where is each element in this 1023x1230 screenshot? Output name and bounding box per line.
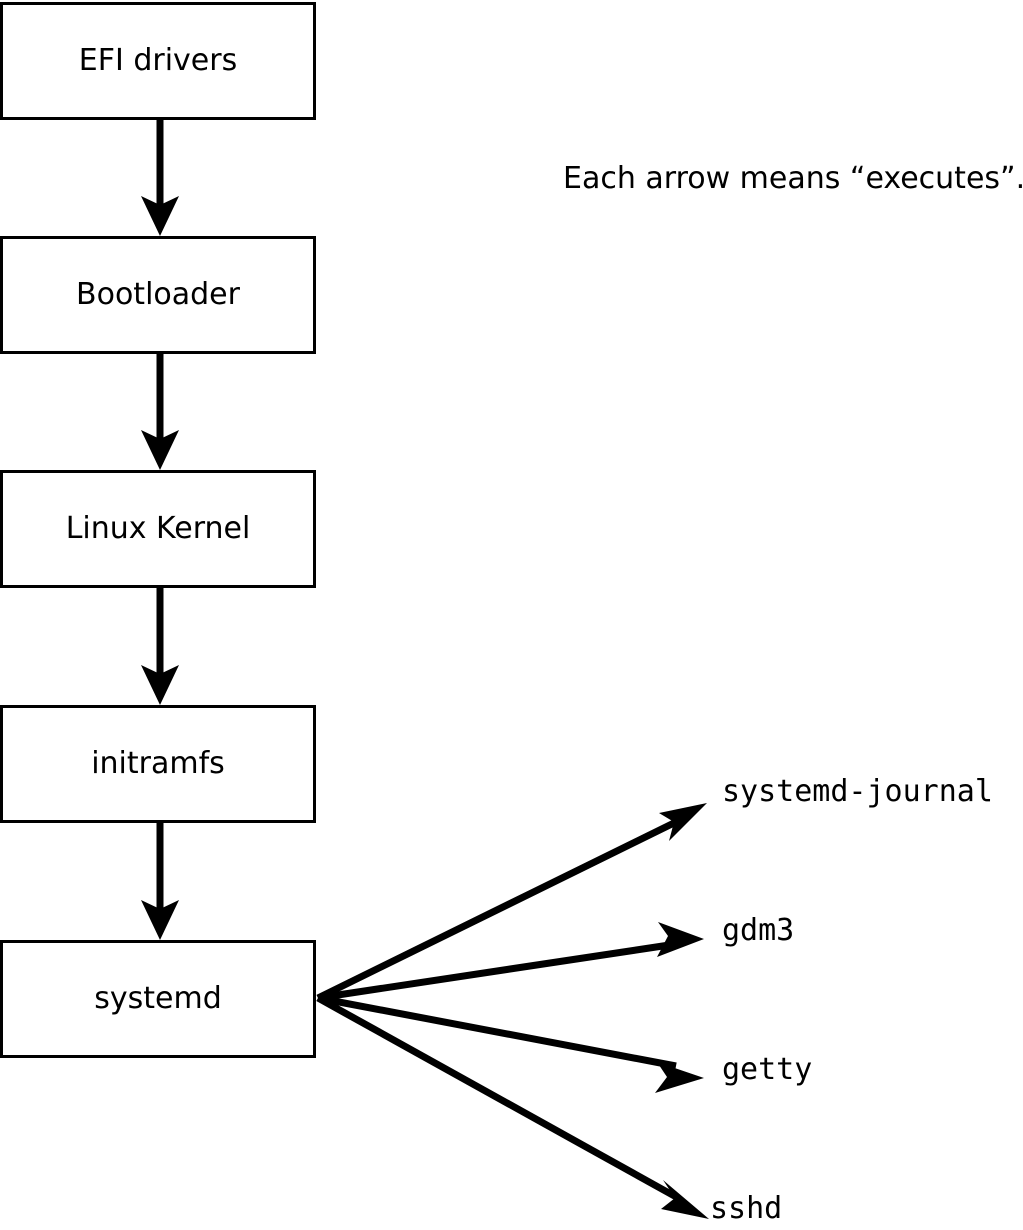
arrow-systemd-to-systemd-journal [316,803,707,1002]
service-label-getty[interactable]: getty [722,1052,813,1087]
arrow-linux-kernel-to-initramfs [141,588,179,705]
stage-label-linux-kernel: Linux Kernel [65,511,251,546]
arrow-systemd-to-sshd [316,994,709,1219]
arrow-efi-drivers-to-bootloader [141,119,179,236]
diagram-caption: Each arrow means “executes”. [563,161,1023,196]
stage-box-bootloader[interactable]: Bootloader [0,236,316,354]
service-label-sshd[interactable]: sshd [710,1191,783,1226]
stage-label-efi-drivers: EFI drivers [78,43,238,78]
stage-box-initramfs[interactable]: initramfs [0,705,316,823]
arrow-systemd-to-gdm3 [317,922,704,1002]
stage-box-linux-kernel[interactable]: Linux Kernel [0,470,316,588]
stage-box-efi-drivers[interactable]: EFI drivers [0,2,316,120]
arrow-bootloader-to-linux-kernel [141,353,179,470]
stage-box-systemd[interactable]: systemd [0,940,316,1058]
stage-label-bootloader: Bootloader [76,277,240,312]
stage-label-systemd: systemd [94,981,222,1016]
arrow-systemd-to-getty [317,994,704,1093]
service-label-systemd-journal[interactable]: systemd-journal [722,774,993,809]
stage-label-initramfs: initramfs [91,746,225,781]
service-label-gdm3[interactable]: gdm3 [722,913,795,948]
arrow-initramfs-to-systemd [141,822,179,940]
